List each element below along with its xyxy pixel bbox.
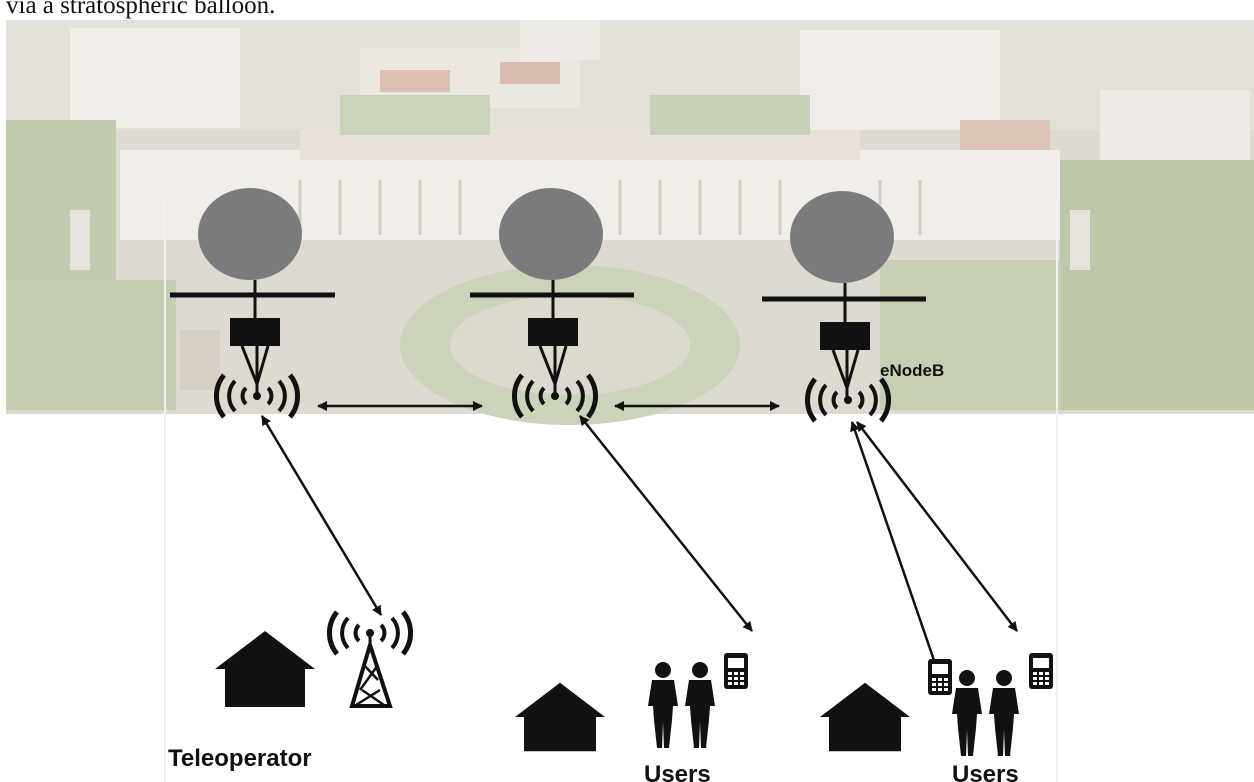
enodeb-label: eNodeB	[880, 361, 944, 380]
balloon-icon	[198, 188, 302, 280]
house-icon	[515, 682, 605, 752]
users-group-2	[819, 653, 1053, 756]
person-icon	[952, 670, 982, 756]
link-users-2a	[850, 421, 939, 670]
link-users-1	[579, 415, 753, 632]
mobile-phone-icon	[724, 653, 748, 689]
campus-aerial-background	[6, 20, 1254, 782]
house-icon	[819, 682, 910, 752]
link-users-2b	[856, 421, 1018, 632]
house-icon	[215, 631, 315, 707]
person-icon	[685, 662, 715, 748]
mobile-phone-icon	[928, 659, 952, 695]
users-group-1	[515, 653, 748, 752]
link-teleoperator	[260, 415, 383, 616]
teleoperator-station	[215, 612, 411, 708]
teleoperator-label: Teleoperator	[168, 745, 312, 772]
users-label-2: Users	[952, 761, 1019, 782]
payload-box-icon	[528, 318, 578, 346]
balloon-platform-2	[470, 188, 634, 417]
person-icon	[648, 662, 678, 748]
payload-box-icon	[820, 322, 870, 350]
balloon-icon	[499, 188, 603, 280]
antenna-tower-icon	[349, 635, 393, 708]
users-label-1: Users	[644, 761, 711, 782]
mobile-phone-icon	[1029, 653, 1053, 689]
person-icon	[989, 670, 1019, 756]
balloon-platform-1	[170, 188, 335, 417]
payload-box-icon	[230, 318, 280, 346]
access-links	[260, 415, 1018, 670]
balloon-platform-3	[762, 191, 926, 421]
balloon-icon	[790, 191, 894, 283]
figure-caption: via a stratospheric balloon.	[6, 0, 276, 19]
